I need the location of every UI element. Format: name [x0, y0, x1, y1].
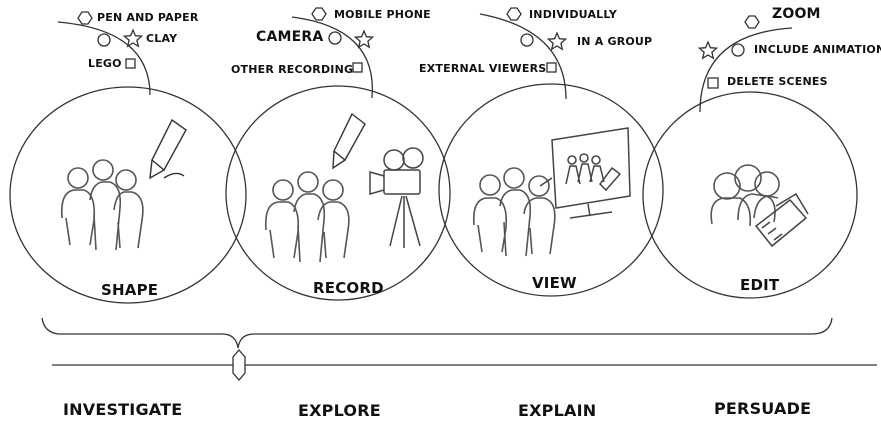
option-external-viewers: EXTERNAL VIEWERS — [419, 62, 547, 75]
record-circle — [225, 85, 451, 301]
star-icon — [353, 29, 375, 49]
option-zoom: ZOOM — [772, 6, 821, 22]
star-icon — [546, 31, 568, 51]
square-icon — [707, 77, 719, 89]
option-delete-scenes: DELETE SCENES — [727, 75, 828, 88]
record-options-arc — [291, 16, 374, 99]
square-icon — [125, 58, 136, 69]
option-include-animation: INCLUDE ANIMATION — [754, 43, 881, 56]
circle-icon — [731, 43, 745, 57]
people-group-icon — [264, 171, 350, 263]
pencil-icon — [332, 112, 366, 170]
square-icon — [352, 62, 363, 73]
people-group-icon — [472, 167, 556, 257]
hexagon-icon — [311, 7, 327, 21]
edit-circle — [642, 91, 858, 299]
stage-label-record: RECORD — [313, 279, 384, 297]
people-at-laptop-icon — [710, 164, 780, 227]
view-circle — [438, 83, 664, 297]
square-icon — [546, 62, 557, 73]
phase-label-explain: EXPLAIN — [518, 401, 597, 420]
stage-label-view: VIEW — [532, 274, 577, 292]
pencil-icon — [149, 118, 187, 180]
hexagon-icon — [744, 15, 760, 29]
phase-label-investigate: INVESTIGATE — [63, 400, 183, 419]
view-options-arc — [479, 13, 567, 100]
option-clay: CLAY — [146, 32, 178, 45]
hexagon-icon — [77, 11, 93, 25]
video-camera-icon — [369, 147, 424, 248]
option-other-recording: OTHER RECORDING — [231, 63, 354, 76]
stage-label-shape: SHAPE — [101, 281, 159, 299]
circle-icon — [520, 33, 534, 47]
hexagon-icon — [506, 7, 522, 21]
option-lego: LEGO — [88, 57, 122, 70]
option-mobile-phone: MOBILE PHONE — [334, 8, 431, 21]
circle-icon — [97, 33, 111, 47]
option-in-a-group: IN A GROUP — [577, 35, 653, 48]
people-group-icon — [60, 159, 144, 251]
phase-label-persuade: PERSUADE — [714, 399, 812, 418]
option-pen-and-paper: PEN AND PAPER — [97, 11, 199, 24]
monitor-icon — [539, 127, 631, 219]
bracket-brace — [41, 317, 833, 349]
stage-label-edit: EDIT — [740, 276, 780, 294]
phase-label-explore: EXPLORE — [298, 401, 381, 420]
shape-options-arc — [57, 21, 151, 96]
star-icon — [697, 40, 719, 60]
timeline-marker[interactable] — [232, 349, 246, 381]
circle-icon — [328, 31, 342, 45]
option-individually: INDIVIDUALLY — [529, 8, 618, 21]
edit-options-arc — [699, 27, 793, 113]
laptop-icon — [754, 192, 809, 248]
star-icon — [122, 28, 144, 48]
option-camera: CAMERA — [256, 29, 324, 45]
shape-circle — [9, 86, 247, 304]
